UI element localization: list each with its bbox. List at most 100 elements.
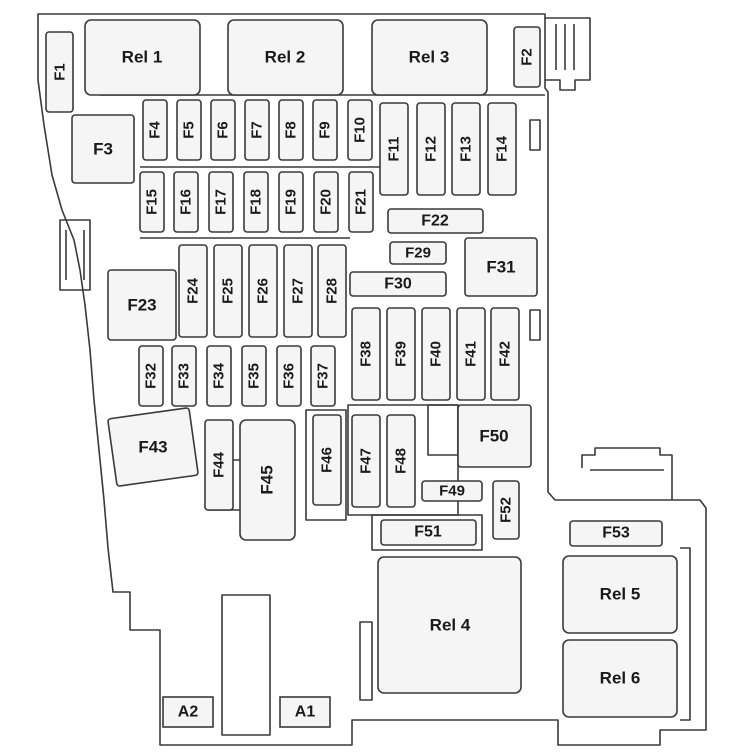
fuse-f9 <box>312 99 338 161</box>
fuse-f31 <box>464 237 538 297</box>
fuse-f45-label: F45 <box>258 465 277 494</box>
empty-slot <box>427 404 459 456</box>
fuse-f21-label: F21 <box>353 189 370 215</box>
slot-marker <box>529 309 541 341</box>
fuse-f22-label: F22 <box>421 213 449 230</box>
fuse-f9-label: F9 <box>317 121 334 139</box>
fuse-f12 <box>416 102 446 196</box>
side-clip <box>59 219 91 291</box>
fuse-f15 <box>139 171 165 233</box>
fuse-f6-label: F6 <box>215 121 232 139</box>
fuse-f17 <box>208 171 234 233</box>
relay-2-label: Rel 2 <box>265 48 306 67</box>
fuse-f39-label: F39 <box>393 341 410 367</box>
terminal-channel <box>221 594 271 736</box>
relay-3 <box>371 19 488 96</box>
fuse-f28-label: F28 <box>324 278 341 304</box>
terminal-a1 <box>279 696 331 728</box>
relay-1 <box>84 19 201 96</box>
fuse-f47-label: F47 <box>358 448 375 474</box>
fuse-f1 <box>45 31 74 113</box>
terminal-a1-label: A1 <box>295 704 316 721</box>
fuse-f35 <box>241 345 267 407</box>
fuse-f52-label: F52 <box>498 497 515 523</box>
fuse-f52 <box>492 480 520 540</box>
relay-3-label: Rel 3 <box>409 48 450 67</box>
relay-1-label: Rel 1 <box>122 48 163 67</box>
housing-outline <box>37 13 707 746</box>
fuse-f5 <box>176 99 202 161</box>
fuse-f23 <box>107 269 177 341</box>
fuse-f51-label: F51 <box>414 524 442 541</box>
fuse-f50 <box>457 404 532 468</box>
fuse-f46-label: F46 <box>319 447 336 473</box>
fuse-f24 <box>178 244 208 338</box>
side-connector <box>581 447 673 500</box>
fuse-f19 <box>278 171 304 233</box>
fuse-f14-label: F14 <box>494 135 511 162</box>
fuse-f23-label: F23 <box>127 296 156 315</box>
fuse-f28 <box>317 244 347 338</box>
fuse-f40-label: F40 <box>428 341 445 367</box>
fuse-f32 <box>138 345 164 407</box>
fuse-f26-label: F26 <box>255 278 272 304</box>
fuse-f37-label: F37 <box>315 363 332 389</box>
fuse-f22 <box>387 208 484 234</box>
relay-5 <box>562 555 678 634</box>
top-connector <box>545 17 591 91</box>
fuse-f8 <box>278 99 304 161</box>
fuse-f44 <box>204 419 234 511</box>
fuse-f4-label: F4 <box>147 121 164 139</box>
terminal-a2-label: A2 <box>178 704 199 721</box>
relay-2 <box>227 19 344 96</box>
fuse-f3 <box>71 114 135 184</box>
fuse-f35-label: F35 <box>246 363 263 389</box>
fuse-f20-label: F20 <box>318 189 335 215</box>
fuse-f4 <box>142 99 168 161</box>
fuse-f42-label: F42 <box>497 341 514 367</box>
fuse-f27-label: F27 <box>290 278 307 304</box>
fuse-f30 <box>349 271 447 297</box>
fuse-f2-label: F2 <box>519 48 536 66</box>
fuse-f18-label: F18 <box>248 189 265 215</box>
fuse-f17-label: F17 <box>213 189 230 215</box>
fuse-f42 <box>490 307 520 401</box>
fuse-f33 <box>171 345 197 407</box>
fuse-f26 <box>248 244 278 338</box>
fuse-f24-label: F24 <box>185 277 202 304</box>
fuse-f33-label: F33 <box>176 363 193 389</box>
fuse-f44-label: F44 <box>211 451 228 478</box>
fuse-f16-label: F16 <box>178 189 195 215</box>
fuse-f46 <box>312 414 342 506</box>
fuse-f13 <box>451 102 481 196</box>
fuse-f34 <box>206 345 232 407</box>
slot-marker <box>529 119 541 151</box>
fuse-f38 <box>351 307 381 401</box>
fuse-f13-label: F13 <box>458 136 475 162</box>
f46-socket <box>305 409 347 521</box>
fuse-f25 <box>213 244 243 338</box>
fuse-f43 <box>107 407 199 487</box>
terminal-a2 <box>162 696 214 728</box>
fuse-f14 <box>487 102 517 196</box>
fuse-f45 <box>239 419 296 541</box>
relay-5-label: Rel 5 <box>600 585 641 604</box>
fuse-f32-label: F32 <box>143 363 160 389</box>
fuse-f25-label: F25 <box>220 278 237 304</box>
fuse-f38-label: F38 <box>358 341 375 367</box>
fuse-f15-label: F15 <box>144 189 161 215</box>
fuse-f49-label: F49 <box>439 483 465 500</box>
fuse-f12-label: F12 <box>423 136 440 162</box>
fuse-f7-label: F7 <box>249 121 266 139</box>
fuse-f11-label: F11 <box>386 136 403 161</box>
fuse-f11 <box>379 102 409 196</box>
fuse-f39 <box>386 307 416 401</box>
fuse-f27 <box>283 244 313 338</box>
fuse-f8-label: F8 <box>283 121 300 139</box>
fuse-f36 <box>276 345 302 407</box>
fuse-f48 <box>386 414 416 508</box>
fuse-f40 <box>421 307 451 401</box>
fuse-f36-label: F36 <box>281 363 298 389</box>
fuse-f1-label: F1 <box>52 63 69 81</box>
fuse-f49 <box>421 480 483 502</box>
